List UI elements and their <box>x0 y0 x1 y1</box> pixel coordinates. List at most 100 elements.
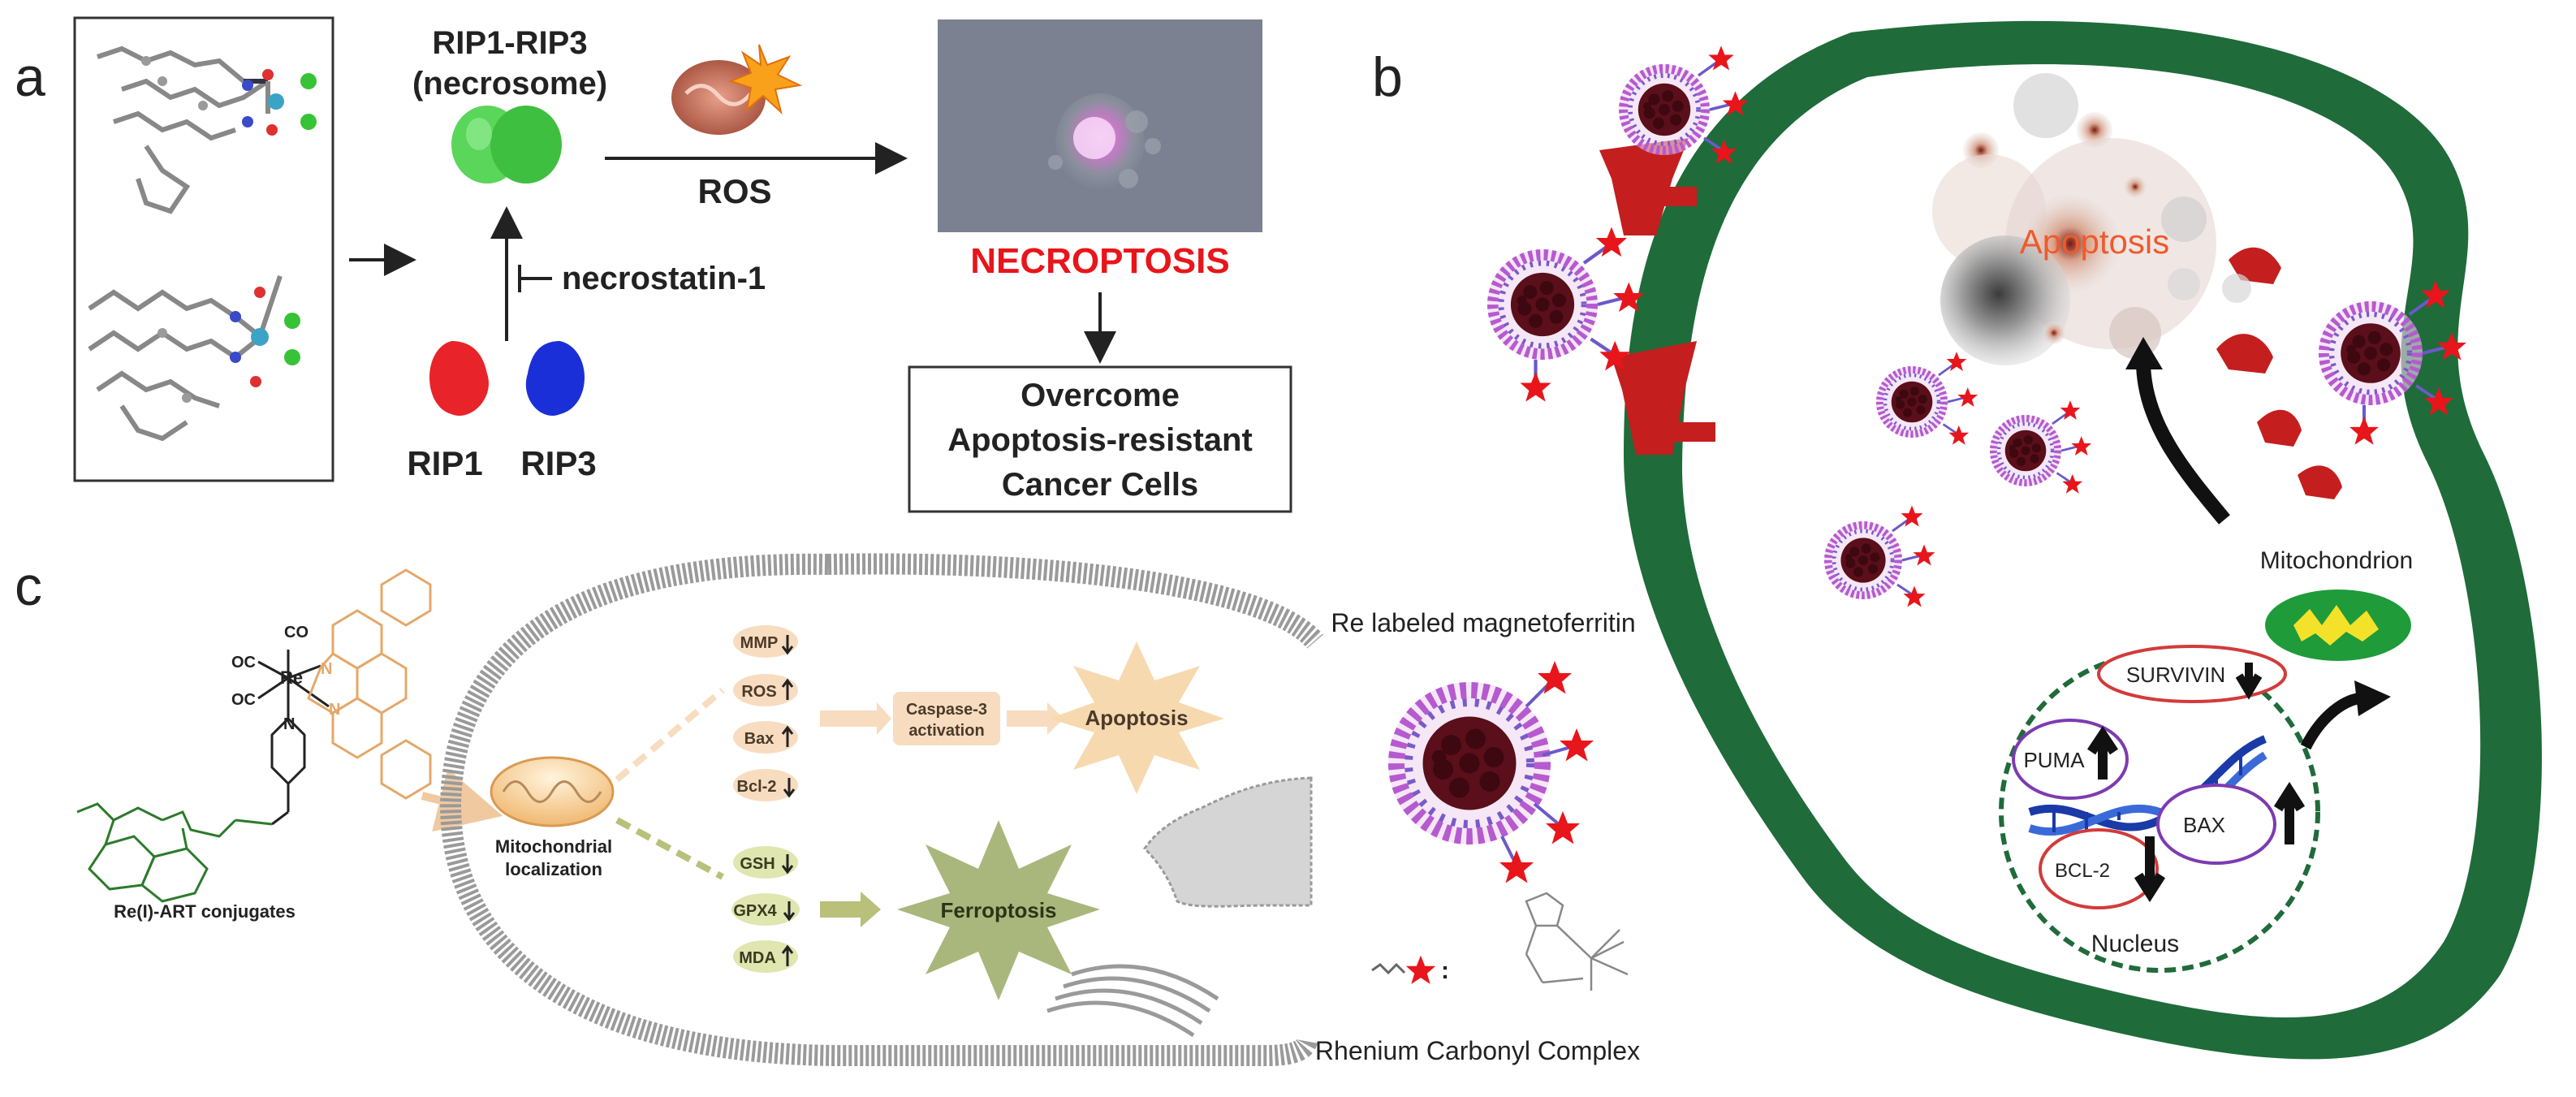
necrosome-icon <box>451 106 562 184</box>
marker-bax-label: Bax <box>744 730 775 748</box>
n-label-pyridine: N <box>283 715 295 733</box>
outcome-line1: Overcome <box>1020 378 1180 413</box>
ferritin-particle-2 <box>1487 227 1645 402</box>
receptor-1 <box>1599 138 1689 235</box>
marker-gpx4 <box>731 893 800 926</box>
gsh-down-arrow <box>781 854 794 875</box>
rip3-label: RIP3 <box>520 444 596 482</box>
apoptosis-label-c: Apoptosis <box>1085 706 1188 730</box>
caspase-box <box>893 692 1000 745</box>
ferroptosis-star <box>897 820 1100 1000</box>
marker-mda <box>733 940 798 973</box>
receptor-6 <box>2298 465 2342 499</box>
magnetoferritin-legend-icon <box>1388 661 1594 883</box>
molecule-structures-box <box>73 16 334 482</box>
cell-membrane-c <box>439 553 1323 1066</box>
mitochondrion-label-b: Mitochondrion <box>2260 547 2413 574</box>
apoptosis-star-c <box>1049 641 1224 794</box>
caspase-line1: Caspase-3 <box>906 701 987 719</box>
caspase-line2: activation <box>908 722 984 740</box>
ferritin-particle-4 <box>1990 400 2092 494</box>
marker-mmp <box>733 625 798 658</box>
re-art-conjugate-structure <box>76 568 432 903</box>
panel-label-b: b <box>1372 46 1403 108</box>
molecule-upper-atoms <box>141 56 317 136</box>
marker-bax <box>733 721 798 754</box>
arrow-caspase-to-apoptosis <box>1007 702 1064 735</box>
mito-localization-line2: localization <box>505 859 602 879</box>
gpx4-down-arrow <box>783 901 796 922</box>
outcome-line3: Cancer Cells <box>1002 467 1198 503</box>
mda-up-arrow <box>781 944 794 966</box>
bcl2-down-arrow <box>783 778 796 798</box>
survivin-label: SURVIVIN <box>2126 663 2225 687</box>
arrow-markers-to-caspase <box>820 702 891 735</box>
bcl2-down-arrow-b <box>2134 836 2166 903</box>
bcl2-node <box>2039 828 2159 909</box>
puma-label: PUMA <box>2023 748 2085 772</box>
rip1-icon <box>429 341 489 416</box>
rhenium-complex-label: Rhenium Carbonyl Complex <box>1315 1036 1640 1065</box>
arrow-nucleus-to-mito-head <box>2354 680 2391 716</box>
rhenium-complex-legend <box>1371 892 1629 991</box>
panel-label-c: c <box>15 555 42 617</box>
survivin-node <box>2097 645 2287 703</box>
marker-gsh-label: GSH <box>740 855 775 873</box>
ferritin-particle-1 <box>1619 45 1749 165</box>
receptor-4 <box>2216 334 2273 374</box>
ferritin-particle-6 <box>2319 280 2466 445</box>
co-label-top: CO <box>284 624 309 641</box>
arrow-conjugate-to-mito <box>421 768 503 832</box>
bcl2-label-b: BCL-2 <box>2055 860 2110 882</box>
arrow-to-apoptosis-b <box>2136 361 2230 525</box>
ros-label: ROS <box>697 172 771 210</box>
nucleus-fragment-c <box>1143 776 1313 908</box>
marker-ros <box>733 674 798 706</box>
ferritin-particles-b <box>1487 45 2466 607</box>
apoptosis-label-b: Apoptosis <box>2020 222 2169 261</box>
nucleus-label: Nucleus <box>2091 931 2179 957</box>
marker-ros-label: ROS <box>741 683 776 701</box>
necroptosis-label: NECROPTOSIS <box>970 241 1229 281</box>
necroptosis-micrograph <box>938 19 1262 232</box>
receptor-2-stub <box>1671 422 1715 442</box>
receptor-1-stub <box>1656 187 1697 206</box>
re-label: Re <box>280 667 303 688</box>
co-label-left2: OC <box>231 691 256 709</box>
panel-label-a: a <box>15 46 45 108</box>
arrow-mito-to-apoptosis-markers <box>615 687 725 783</box>
arrow-mito-to-ferroptosis-markers <box>615 817 724 880</box>
legend-colon: : <box>1441 957 1449 984</box>
receptor-5 <box>2257 409 2302 447</box>
ferroptosis-label: Ferroptosis <box>940 898 1056 922</box>
co-label-left1: OC <box>231 654 256 672</box>
marker-bcl2-label: Bcl-2 <box>737 778 777 796</box>
conjugate-label: Re(I)-ART conjugates <box>114 901 296 922</box>
necrosome-title-line1: RIP1-RIP3 <box>432 25 587 61</box>
ferritin-particle-3 <box>1876 352 1978 445</box>
arrow-to-apoptosis-b-head <box>2125 337 2163 369</box>
mitochondrion-b <box>2265 590 2411 661</box>
n-label-phen1: N <box>321 660 332 678</box>
magnetoferritin-label: Re labeled magnetoferritin <box>1331 608 1635 637</box>
mito-localization-line1: Mitochondrial <box>495 836 612 857</box>
apoptosis-bubbles <box>1932 73 2251 365</box>
marker-bcl2 <box>733 769 798 801</box>
mitochondrion-c <box>490 756 615 827</box>
ferritin-particle-5 <box>1824 505 1935 607</box>
mitochondrion-ros-icon <box>671 44 803 135</box>
survivin-down-arrow <box>2235 663 2263 700</box>
n-label-phen2: N <box>329 701 340 719</box>
puma-up-arrow <box>2087 726 2118 780</box>
bax-up-arrow-b <box>2273 781 2306 844</box>
receptors-b <box>1599 138 2342 499</box>
molecule-upper <box>97 45 270 214</box>
arrow-markers-to-ferroptosis <box>820 892 881 927</box>
marker-gsh <box>733 846 798 879</box>
necrosome-title-line2: (necrosome) <box>412 66 607 101</box>
rip3-icon <box>525 341 585 416</box>
bax-up-arrow <box>781 725 794 747</box>
bax-label-b: BAX <box>2183 813 2225 837</box>
ros-up-arrow <box>781 678 794 700</box>
